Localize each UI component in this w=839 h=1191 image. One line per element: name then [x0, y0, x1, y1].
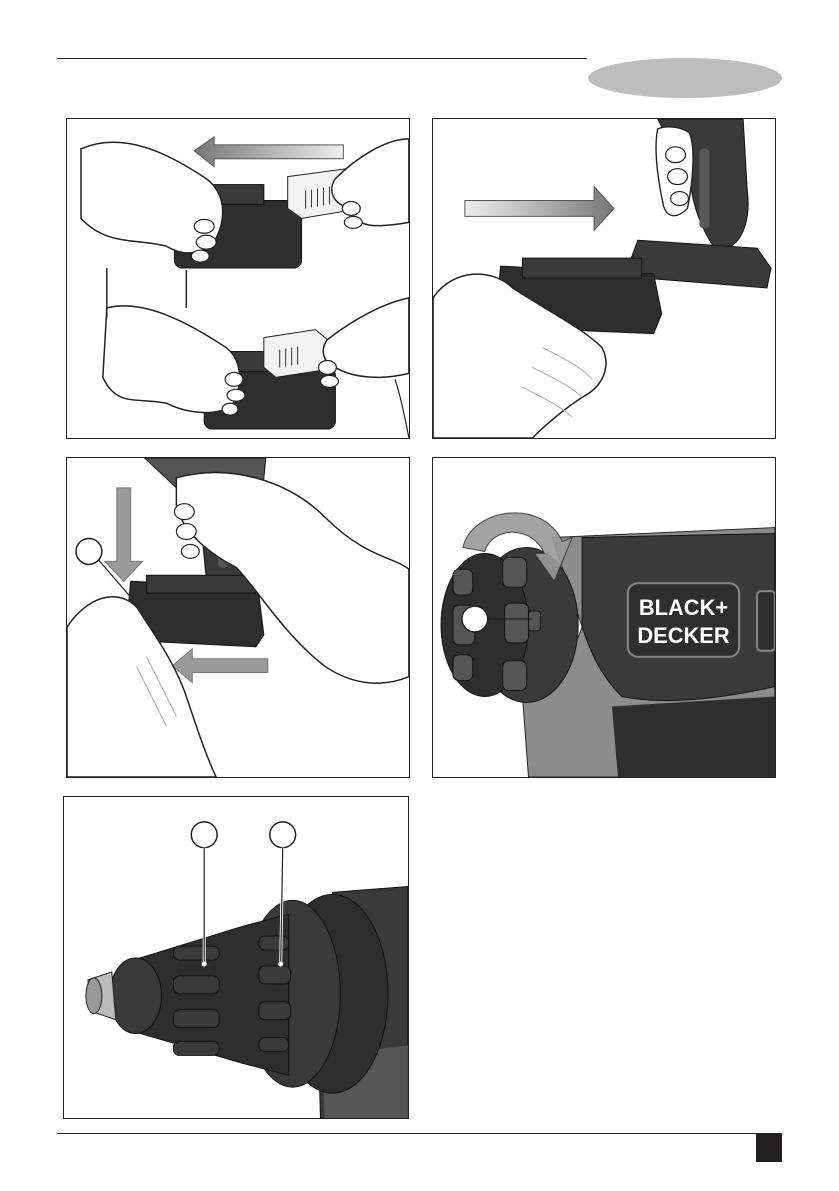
header-rule — [57, 58, 587, 59]
brand-logo-line1: BLACK+ — [639, 595, 728, 620]
figure-battery-fitting-illustration — [433, 119, 775, 438]
figure-torque-collar: BLACK+ DECKER — [432, 457, 776, 778]
callout-circle — [270, 822, 296, 848]
footer-rule — [57, 1133, 782, 1134]
figure-battery-fitting — [432, 118, 776, 439]
language-badge — [588, 58, 782, 98]
figure-keyless-chuck — [63, 796, 409, 1119]
brand-logo-line2: DECKER — [637, 623, 730, 648]
page-number-box — [756, 1134, 782, 1162]
callout-circle — [191, 822, 217, 848]
figure-battery-charging-illustration — [67, 119, 409, 438]
callout-circle — [462, 606, 488, 632]
figure-keyless-chuck-illustration — [64, 797, 408, 1118]
figure-battery-removal — [66, 457, 410, 778]
figure-battery-removal-illustration — [67, 458, 409, 777]
callout-circle — [76, 538, 102, 564]
figure-battery-charging — [66, 118, 410, 439]
figure-torque-collar-illustration: BLACK+ DECKER — [433, 458, 775, 777]
